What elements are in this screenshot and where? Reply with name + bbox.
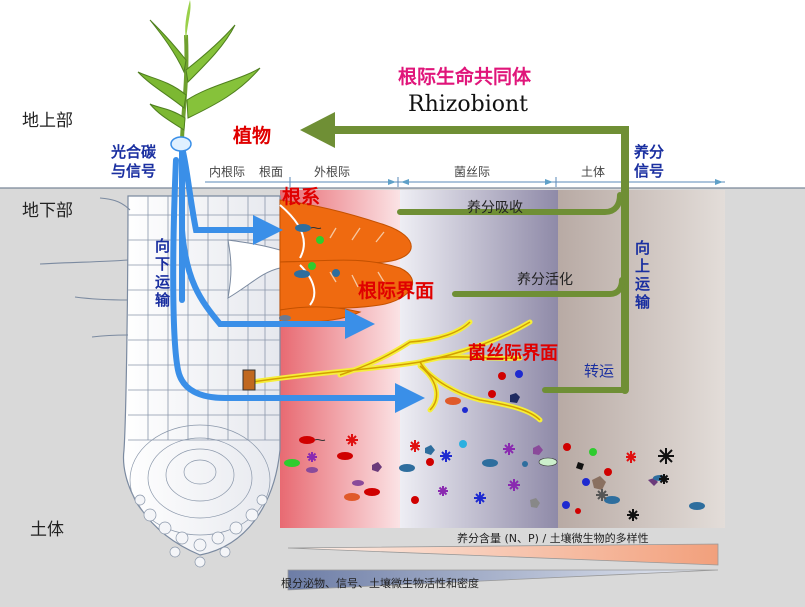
orange-root-lobes: [279, 199, 413, 326]
rhizoplane-microbes: [279, 224, 340, 321]
exudate-activity-gradient: [287, 569, 719, 591]
hyphosphere-microbes: [445, 370, 523, 413]
title-cn: 根际生命共同体: [398, 66, 532, 88]
rhizoplane-label: 根面: [259, 165, 284, 179]
soil-region-label: 土体: [581, 165, 606, 179]
nutrient-diversity-gradient: [287, 543, 719, 566]
nutrient-signal-line2: 信号: [634, 162, 665, 180]
title-en: Rhizobiont: [408, 92, 528, 117]
soil-body-label: 土体: [30, 520, 64, 540]
region-scale: [205, 177, 725, 187]
above-ground-area: [0, 0, 805, 188]
photosynthesis-line2: 与信号: [111, 162, 157, 180]
below-ground-label: 地下部: [22, 201, 73, 221]
gradient-bottom-label: 根分泌物、信号、土壤微生物活性和密度: [281, 577, 479, 590]
arbuscule-cell: [242, 369, 256, 391]
starburst-microbes: [307, 434, 674, 521]
downward-transport-label: 向下运输: [153, 238, 171, 310]
photosynthesis-line1: 光合碳: [111, 143, 157, 161]
gradient-top-label: 养分含量 (N、P) / 土壤微生物的多样性: [457, 532, 649, 545]
leaf-uptake-point: [170, 136, 192, 152]
nutrient-uptake-label: 养分吸收: [467, 200, 523, 216]
nutrient-signal-line1: 养分: [634, 143, 665, 161]
above-ground-label: 地上部: [22, 111, 73, 131]
root-system-label: 根系: [282, 186, 321, 208]
endorhizosphere-label: 内根际: [209, 165, 246, 179]
hyphae-core: [251, 321, 541, 421]
plant-shoot: [137, 0, 261, 141]
hyphosphere-interface-label: 菌丝际界面: [468, 343, 558, 364]
soil-zone: [558, 190, 725, 528]
nutrient-activation-label: 养分活化: [517, 272, 573, 288]
soil-microbes: [284, 436, 705, 514]
green-arrow-head: [300, 112, 335, 148]
upward-transport-label: 向上运输: [633, 240, 651, 312]
transfer-label: 转运: [584, 362, 615, 380]
blue-transport-arrows: [170, 145, 425, 413]
hyphosphere-region-label: 菌丝际: [454, 165, 491, 179]
ectorhizosphere-label: 外根际: [314, 165, 351, 179]
plant-label: 植物: [233, 125, 272, 147]
green-arrows: [326, 126, 629, 394]
rhizosphere-interface-label: 根际界面: [358, 280, 435, 302]
